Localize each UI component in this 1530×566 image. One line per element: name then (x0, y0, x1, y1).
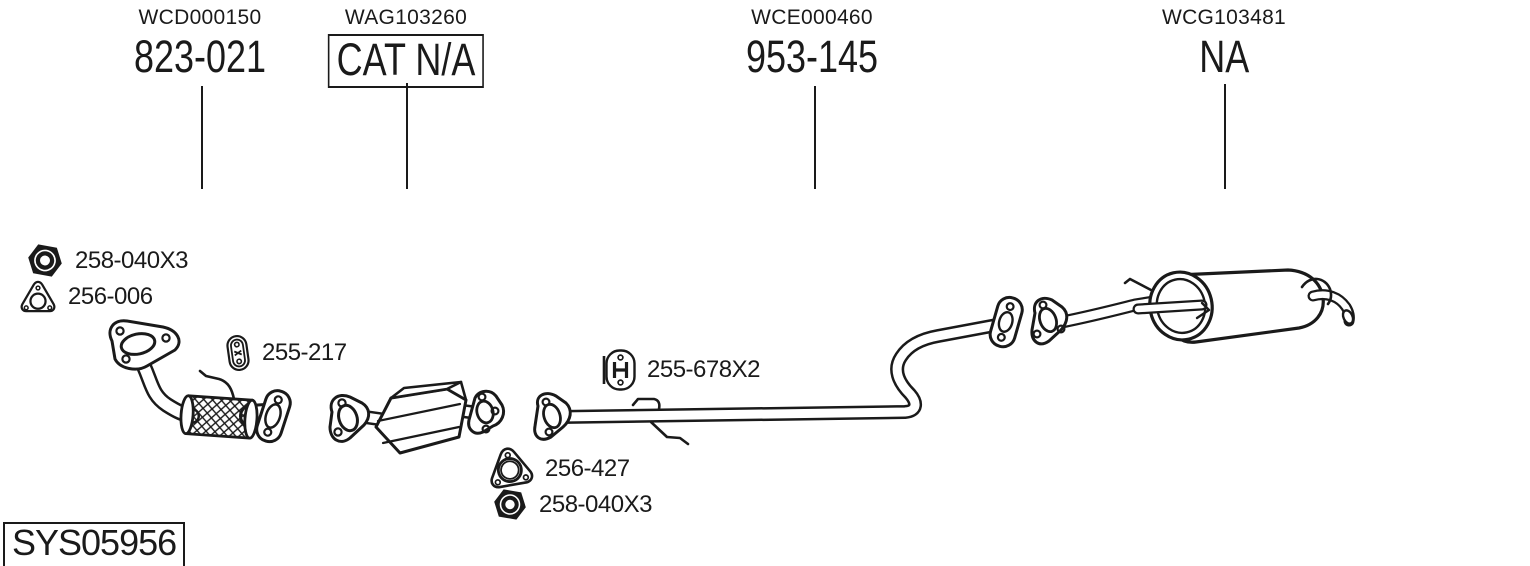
oe-reference: WCD000150 (138, 6, 262, 29)
middle-pipe-drawing (533, 295, 1024, 446)
top-callout-catalyst: WAG103260 CAT N/A (308, 6, 503, 89)
hanger-rod (1123, 277, 1153, 292)
triangle-gasket-icon (20, 280, 56, 313)
middle-pipe-front-flange (533, 392, 572, 441)
part-number: 823-021 (133, 31, 267, 83)
top-callout-front-pipe: WCD000150 823-021 (117, 6, 282, 79)
oe-reference: WCG103481 (1161, 6, 1287, 29)
front-pipe-rear-flange (255, 389, 292, 444)
hanger-rod (631, 397, 661, 411)
top-callout-middle-pipe: WCE000460 953-145 (729, 6, 894, 79)
callout-hanger: 255-678X2 (601, 349, 760, 391)
leader-line (201, 86, 203, 189)
front-pipe-flange (108, 319, 181, 371)
callout-nut-1: 258-040X3 (26, 243, 188, 278)
front-pipe-drawing (108, 319, 292, 444)
nut-icon (28, 244, 62, 277)
nut-icon (494, 489, 526, 520)
callout-rubber-mount: 255-217 (225, 334, 347, 372)
round-gasket-icon (490, 447, 534, 489)
leader-line (814, 86, 816, 189)
cat-inlet-flange (328, 394, 371, 443)
flex-braid (179, 394, 259, 440)
part-number: 256-427 (545, 454, 630, 482)
part-number: 255-217 (262, 339, 347, 366)
system-code: SYS05956 (12, 522, 177, 563)
part-number: 953-145 (745, 31, 879, 83)
oe-reference: WAG103260 (344, 6, 468, 29)
cat-outlet-flange (467, 389, 506, 435)
hanger-rod (649, 420, 690, 446)
rubber-mount-icon (226, 334, 250, 372)
catalytic-converter-drawing (328, 380, 506, 455)
middle-pipe-end-flange (988, 295, 1024, 349)
part-number: 255-678X2 (647, 356, 760, 383)
top-callout-rear-silencer: WCG103481 NA (1162, 6, 1286, 79)
rear-silencer-drawing (1030, 268, 1355, 346)
callout-gasket-2: 256-427 (486, 446, 630, 491)
part-number-boxed: CAT N/A (327, 34, 485, 89)
hanger-icon (602, 349, 636, 391)
part-number: NA (1198, 31, 1250, 83)
callout-gasket-1: 256-006 (19, 280, 153, 313)
part-number: 258-040X3 (75, 246, 188, 274)
part-number: 256-006 (68, 282, 153, 310)
callout-nut-2: 258-040X3 (492, 488, 652, 521)
hanger-rod (198, 369, 236, 401)
system-code-box: SYS05956 (3, 522, 186, 566)
oe-reference: WCE000460 (751, 6, 873, 29)
part-number: 258-040X3 (539, 490, 652, 518)
rear-pipe-flange (1030, 296, 1069, 346)
leader-line (1224, 84, 1226, 189)
hanger-rod (1300, 277, 1333, 306)
leader-line (406, 83, 408, 189)
